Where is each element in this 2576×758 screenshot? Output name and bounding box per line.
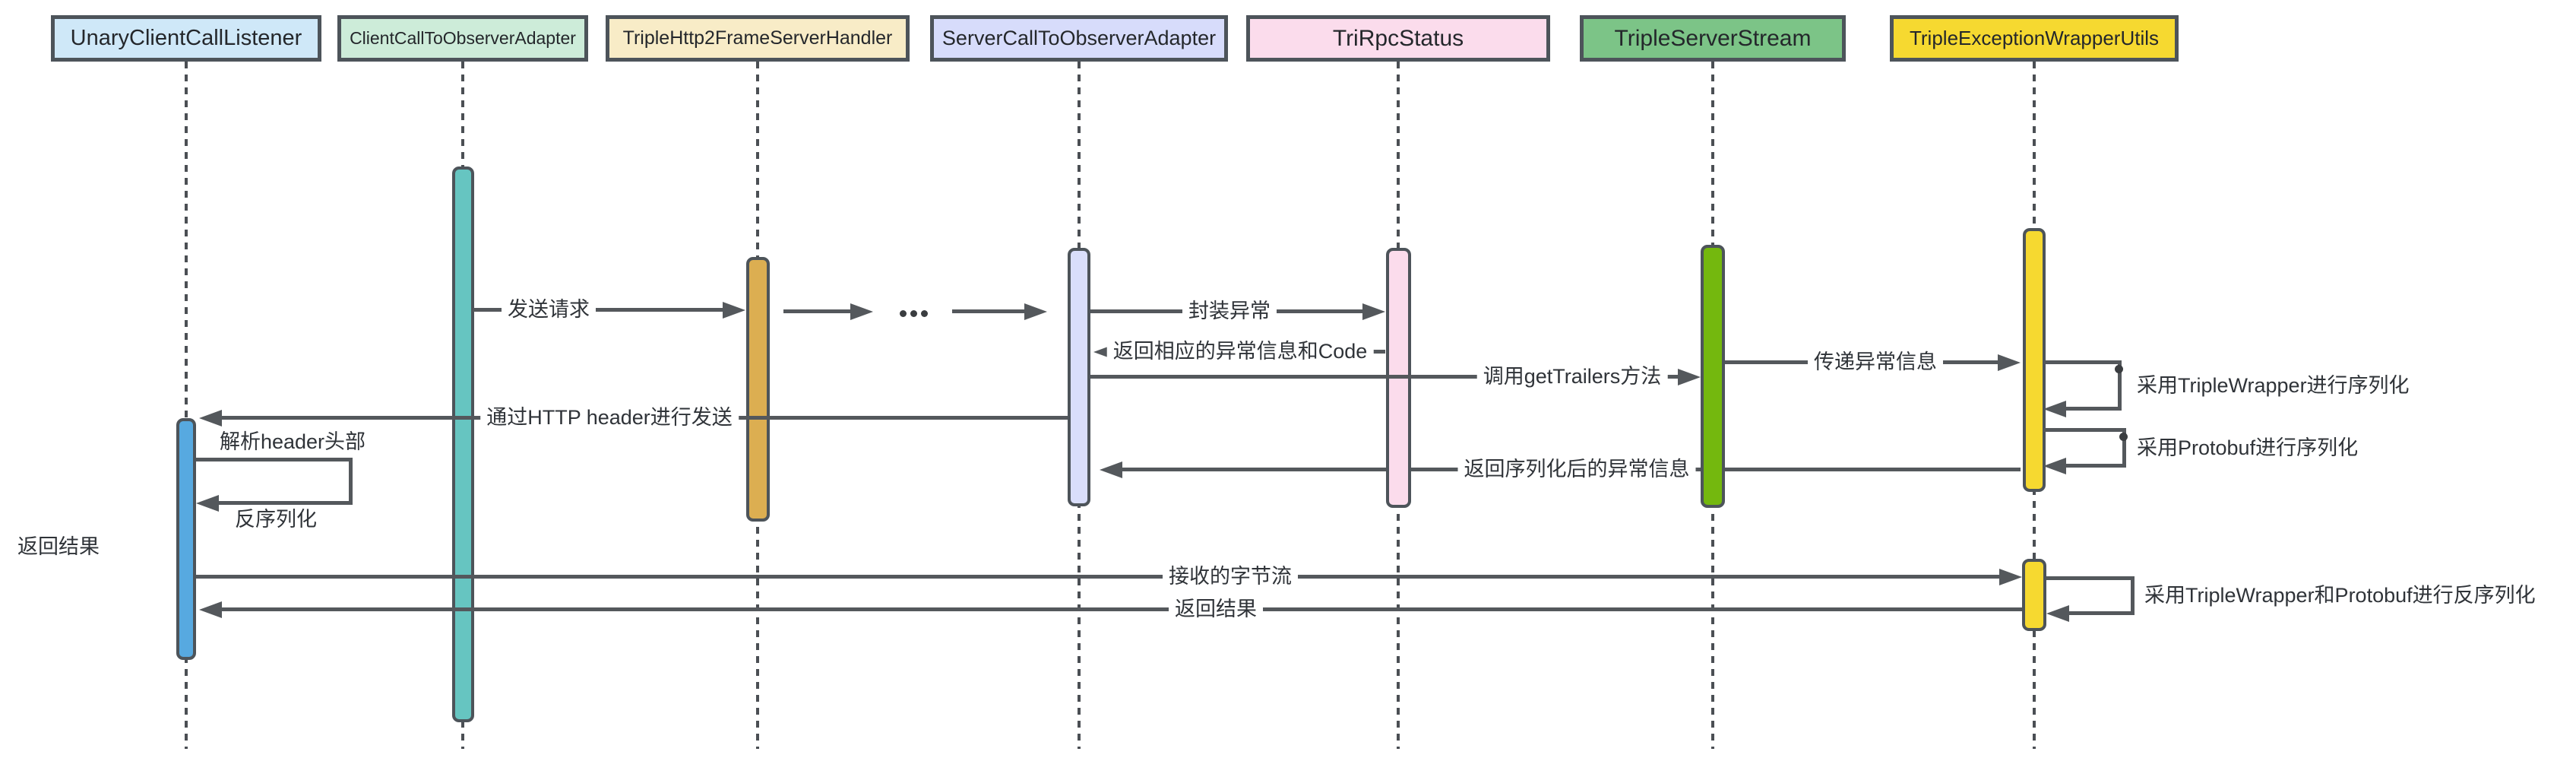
participant-triple-http2-frame-server-handler: TripleHttp2FrameServerHandler: [606, 15, 910, 62]
self-loop-label: 采用TripleWrapper和Protobuf进行反序列化: [2144, 582, 2536, 608]
participant-label: UnaryClientCallListener: [70, 26, 302, 50]
self-loop-bottom: [216, 501, 353, 505]
participant-label: ServerCallToObserverAdapter: [941, 27, 1217, 49]
self-loop-bottom: [2063, 464, 2126, 468]
activation-bar-triple-server-stream: [1701, 245, 1725, 508]
annotation-label: 反序列化: [235, 506, 317, 532]
participant-unary-client-call-listener: UnaryClientCallListener: [51, 15, 321, 62]
arrow-head: [1362, 303, 1385, 320]
self-loop-top: [2043, 428, 2126, 432]
arrow-head: [2046, 605, 2069, 622]
message-line: [952, 309, 1027, 313]
arrow-head: [850, 303, 873, 320]
arrow-head: [723, 302, 745, 319]
arrow-head: [2043, 401, 2066, 417]
self-loop-label: 采用Protobuf进行序列化: [2137, 434, 2359, 461]
message-label: 通过HTTP header进行发送: [480, 404, 739, 430]
self-loop-top: [2043, 360, 2122, 364]
message-label: 发送请求: [502, 297, 596, 322]
message-label: 调用getTrailers方法: [1476, 363, 1668, 389]
self-loop-top: [2046, 576, 2135, 580]
self-loop-side: [349, 458, 353, 504]
activation-bar-triple-exception-wrapper-utils: [2023, 228, 2046, 492]
self-loop-side: [2122, 428, 2126, 467]
ellipsis-dot: [910, 310, 917, 317]
message-line: [196, 575, 2002, 579]
message-label: 封装异常: [1182, 298, 1277, 324]
message-label: 返回序列化后的异常信息: [1457, 456, 1696, 482]
lifeline-unary-client-call-listener: [185, 62, 188, 749]
participant-label: TripleServerStream: [1614, 25, 1812, 51]
participant-server-call-to-observer-adapter: ServerCallToObserverAdapter: [930, 15, 1228, 62]
message-label: 返回相应的异常信息和Code: [1106, 338, 1374, 364]
message-line: [219, 607, 2022, 611]
message-line: [783, 309, 853, 313]
annotation-label: 解析header头部: [219, 429, 366, 455]
self-loop-side: [2131, 576, 2135, 614]
ellipsis-dot: [900, 310, 907, 317]
participant-tri-rpc-status: TriRpcStatus: [1246, 15, 1550, 62]
loop-corner-dot: [2115, 365, 2123, 373]
arrow-head: [2043, 458, 2066, 474]
participant-label: TripleExceptionWrapperUtils: [1909, 27, 2159, 49]
self-loop-bottom: [2063, 407, 2122, 411]
arrow-head: [1100, 461, 1122, 478]
side-label-return-result: 返回结果: [17, 534, 100, 560]
participant-label: TriRpcStatus: [1332, 25, 1464, 51]
message-label: 接收的字节流: [1163, 563, 1298, 589]
arrow-head: [199, 601, 222, 618]
self-loop-bottom: [2066, 611, 2135, 615]
self-loop-top: [196, 458, 353, 461]
activation-bar-server-call-to-observer-adapter: [1068, 248, 1090, 506]
self-loop-side: [2118, 360, 2122, 410]
participant-label: TripleHttp2FrameServerHandler: [622, 27, 893, 49]
arrow-head: [1998, 354, 2021, 371]
arrow-head: [1024, 303, 1047, 320]
message-line: [1090, 375, 1681, 379]
activation-bar-client-call-to-observer-adapter: [451, 167, 474, 722]
message-label: 传递异常信息: [1808, 349, 1943, 375]
participant-triple-server-stream: TripleServerStream: [1580, 15, 1846, 62]
arrow-head: [196, 495, 219, 512]
participant-client-call-to-observer-adapter: ClientCallToObserverAdapter: [337, 15, 588, 62]
message-label: 返回结果: [1169, 596, 1263, 622]
participant-triple-exception-wrapper-utils: TripleExceptionWrapperUtils: [1890, 15, 2179, 62]
arrow-head: [1678, 369, 1701, 385]
arrow-head: [199, 410, 222, 427]
participant-label: ClientCallToObserverAdapter: [350, 28, 576, 48]
self-loop-label: 采用TripleWrapper进行序列化: [2137, 372, 2410, 398]
ellipsis-dot: [921, 310, 928, 317]
activation-bar-unary-client-call-listener: [176, 418, 196, 660]
message-line: [473, 308, 726, 312]
arrow-head: [1999, 569, 2022, 585]
activation-bar-triple-exception-wrapper-utils: [2022, 559, 2046, 631]
activation-bar-triple-http2-frame-server-handler: [745, 257, 770, 522]
loop-corner-dot: [2119, 433, 2128, 441]
